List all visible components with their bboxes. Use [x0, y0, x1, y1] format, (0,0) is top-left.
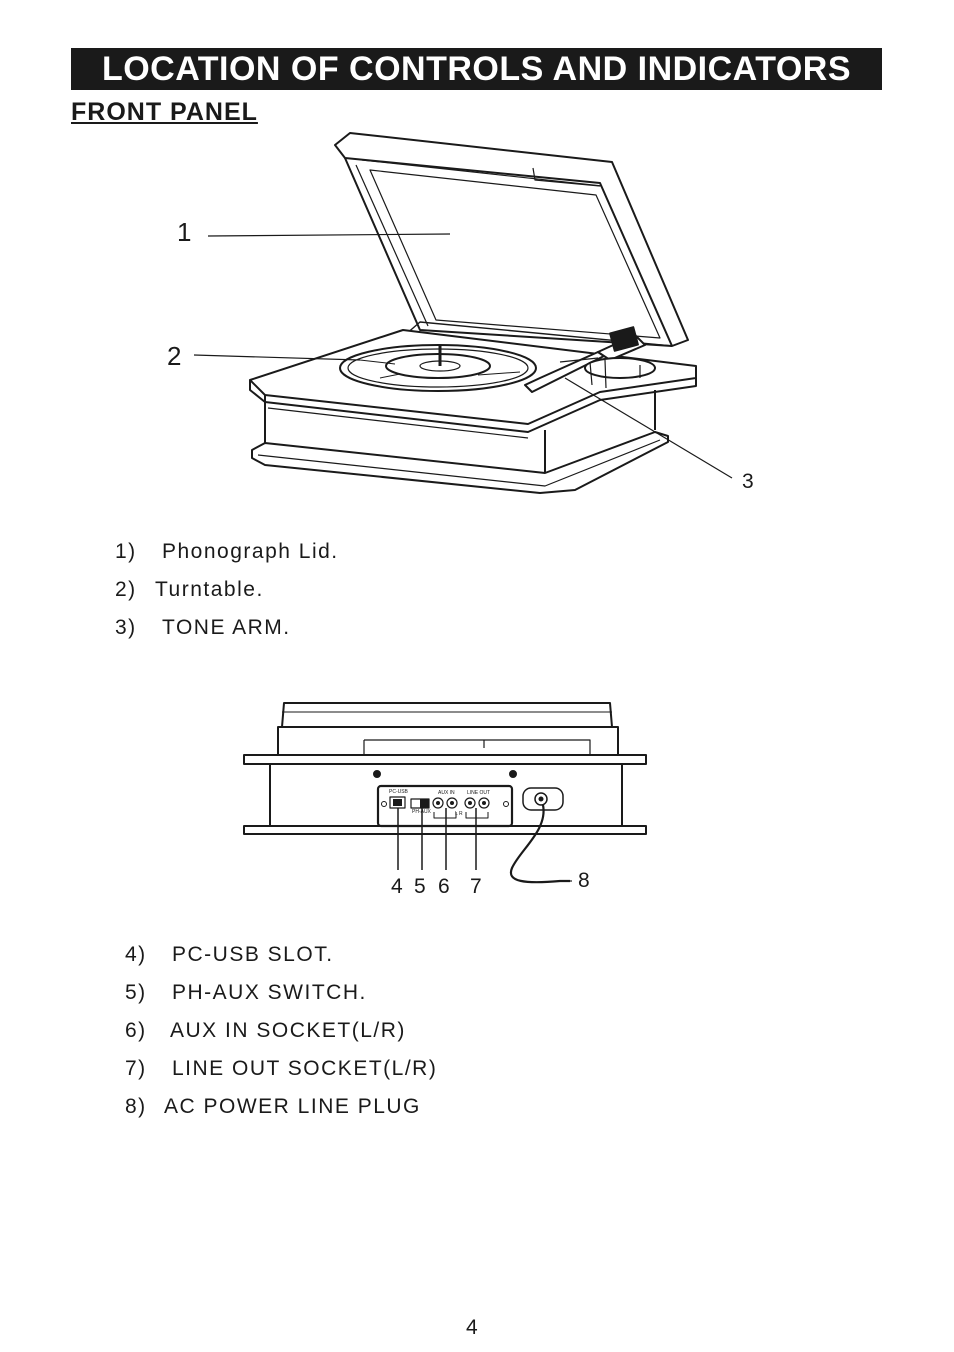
item-number: 8)	[125, 1095, 147, 1118]
item-number: 5)	[125, 981, 147, 1004]
list-item: 3) TONE ARM.	[115, 616, 291, 640]
page-number: 4	[466, 1316, 478, 1339]
section-title: FRONT PANEL	[71, 98, 258, 126]
callout-turntable: 2	[167, 341, 182, 371]
list-item: 1) Phonograph Lid.	[115, 540, 339, 564]
item-number: 2)	[115, 578, 137, 601]
item-label: Phonograph Lid.	[162, 540, 339, 563]
label-aux-in: AUX IN	[438, 790, 455, 796]
turntable-front-illustration	[193, 132, 733, 494]
item-label: TONE ARM.	[162, 616, 291, 639]
item-number: 7)	[125, 1057, 147, 1080]
callout-lid: 1	[177, 217, 192, 247]
item-label: AUX IN SOCKET(L/R)	[170, 1019, 406, 1042]
label-line-out: LINE OUT	[467, 790, 491, 796]
list-item: 8) AC POWER LINE PLUG	[125, 1095, 421, 1119]
callout-tone-arm: 3	[742, 470, 754, 493]
item-label: PH-AUX SWITCH.	[172, 981, 367, 1004]
item-number: 6)	[125, 1019, 147, 1042]
list-item: 6) AUX IN SOCKET(L/R)	[125, 1019, 406, 1043]
page-title-bar: LOCATION OF CONTROLS AND INDICATORS	[71, 48, 882, 90]
label-pc-usb: PC-USB	[389, 789, 408, 795]
item-label: PC-USB SLOT.	[172, 943, 334, 966]
turntable-platter	[339, 344, 537, 392]
item-label: AC POWER LINE PLUG	[164, 1095, 421, 1118]
list-item: 4) PC-USB SLOT.	[125, 943, 334, 967]
list-item: 2) Turntable.	[115, 578, 264, 602]
page-title: LOCATION OF CONTROLS AND INDICATORS	[101, 49, 852, 88]
phonograph-lid	[334, 132, 689, 347]
callout-aux-in: 6	[438, 875, 450, 898]
item-number: 3)	[115, 616, 137, 639]
callout-pc-usb: 4	[391, 875, 403, 898]
item-number: 4)	[125, 943, 147, 966]
label-l-r: L R	[455, 811, 463, 817]
callout-ph-aux: 5	[414, 875, 426, 898]
rear-panel-illustration	[243, 702, 647, 884]
tone-arm	[524, 326, 656, 393]
item-label: Turntable.	[155, 578, 264, 601]
label-ph-aux: PH-AUX	[412, 809, 431, 815]
item-number: 1)	[115, 540, 137, 563]
callout-ac-plug: 8	[578, 869, 590, 892]
callout-line-out: 7	[470, 875, 482, 898]
list-item: 7) LINE OUT SOCKET(L/R)	[125, 1057, 437, 1081]
item-label: LINE OUT SOCKET(L/R)	[172, 1057, 438, 1080]
list-item: 5) PH-AUX SWITCH.	[125, 981, 367, 1005]
